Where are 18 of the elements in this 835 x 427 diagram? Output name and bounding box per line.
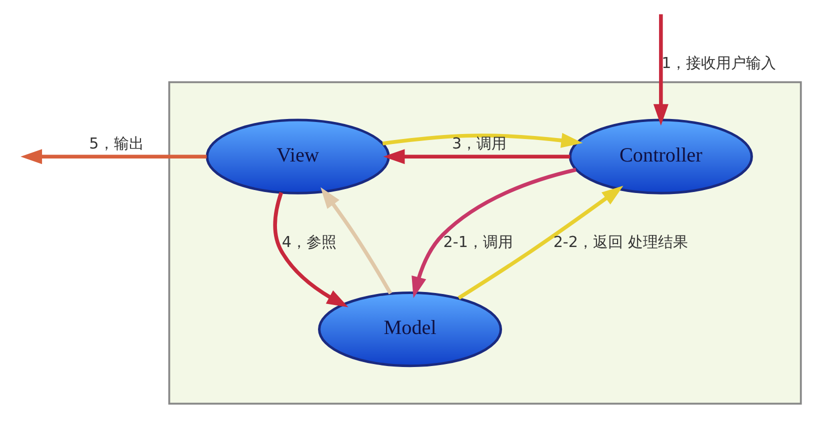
cluster: [168, 81, 802, 405]
arrow: [320, 187, 392, 294]
node-ellipse: View: [205, 118, 390, 194]
edge-label: 4，参照: [281, 232, 336, 251]
arrow: [272, 192, 348, 308]
arrow: [652, 14, 668, 126]
node-ellipse: Controller: [568, 118, 752, 194]
edge-label: 5，输出: [88, 134, 144, 153]
edge-label: 3，调用: [452, 134, 506, 153]
edge-label: 2-2，返回 处理结果: [552, 232, 688, 251]
arrow: [411, 168, 576, 298]
arrow: [20, 149, 206, 164]
arrow: [457, 186, 623, 300]
edge-label: 2-1，调用: [442, 232, 512, 251]
node-ellipse: Model: [318, 292, 502, 368]
arrow: [382, 132, 582, 148]
edge-label: 1，接收用户输入: [661, 54, 776, 72]
arrow: [382, 149, 570, 164]
